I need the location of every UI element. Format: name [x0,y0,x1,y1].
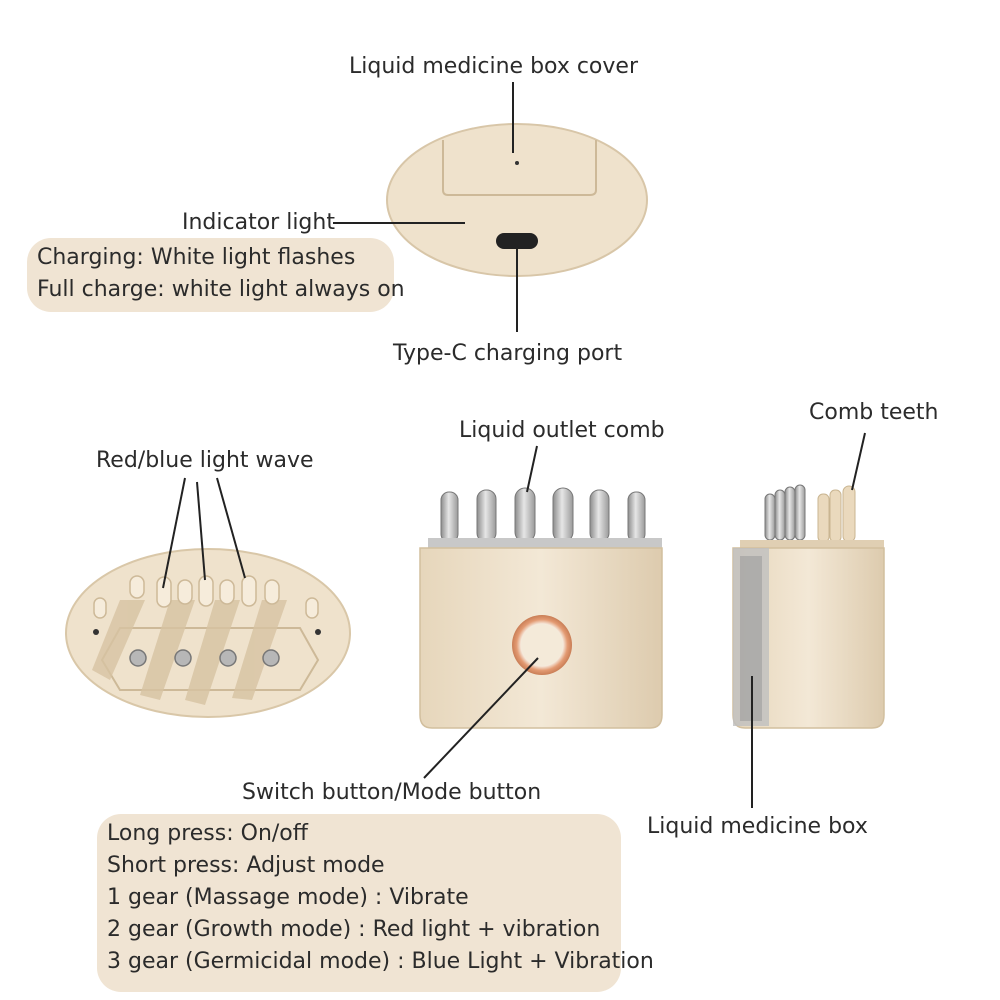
charging-info-panel: Charging: White light flashes Full charg… [27,238,405,312]
label-red-blue-light: Red/blue light wave [96,448,314,473]
main-device-front [419,487,663,729]
label-medicine-box: Liquid medicine box [647,814,868,839]
button-info-line: Long press: On/off [107,821,308,846]
label-outlet-comb: Liquid outlet comb [459,418,665,443]
leader-lines [162,82,866,808]
label-box-cover: Liquid medicine box cover [349,54,638,79]
button-info-line: 2 gear (Growth mode) : Red light + vibra… [107,917,601,942]
label-typec-port: Type-C charging port [393,341,623,366]
button-info-line: 3 gear (Germicidal mode) : Blue Light + … [107,949,654,974]
charging-info-line: Full charge: white light always on [37,277,405,302]
label-indicator-light: Indicator light [182,210,335,235]
label-switch-button: Switch button/Mode button [242,780,542,805]
button-info-panel: Long press: On/off Short press: Adjust m… [97,814,654,992]
comb-base-device [65,548,351,718]
top-oval-device [386,123,648,277]
label-comb-teeth: Comb teeth [809,400,939,425]
button-info-line: Short press: Adjust mode [107,853,385,878]
charging-info-line: Charging: White light flashes [37,245,356,270]
button-info-line: 1 gear (Massage mode) : Vibrate [107,885,469,910]
main-device-side [732,484,885,729]
